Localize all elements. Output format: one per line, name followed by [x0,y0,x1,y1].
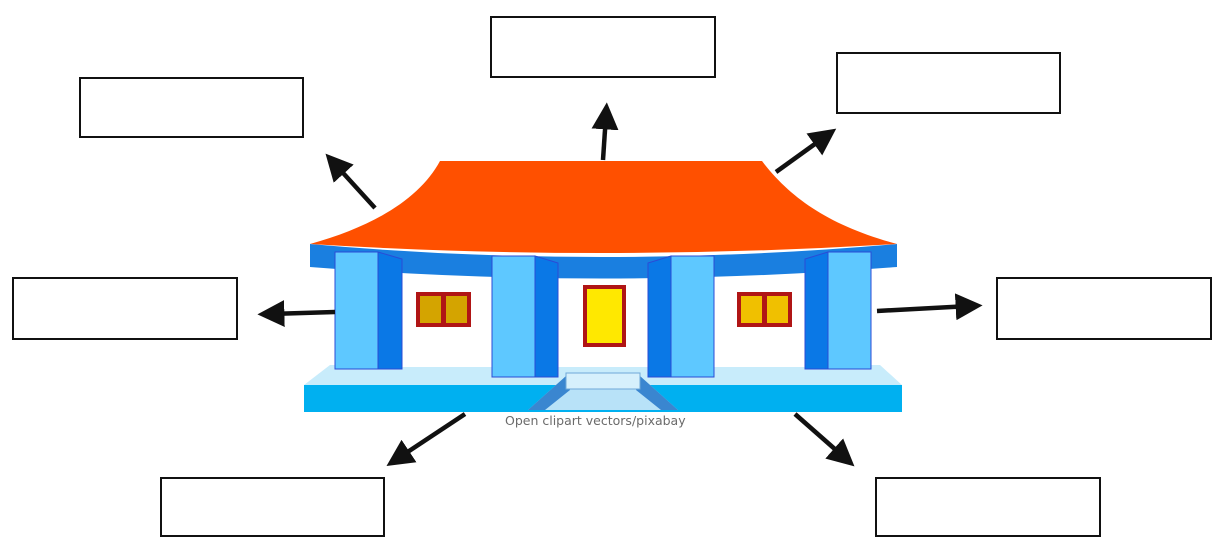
arrow-top-left [325,153,377,210]
label-box-top-left[interactable] [79,77,304,138]
label-box-bottom-right[interactable] [875,477,1101,537]
column-3 [647,255,715,378]
door [583,285,626,347]
label-box-middle-left[interactable] [12,277,238,340]
arrow-bottom-right [793,412,855,467]
column-2 [491,255,559,378]
window-right [737,292,792,327]
roof-top [310,161,897,253]
image-credit: Open clipart vectors/pixabay [505,413,686,428]
arrows [257,102,983,467]
entrance-steps [528,372,678,410]
roof [310,161,897,279]
window-left [416,292,471,327]
roof-eave [310,244,897,279]
label-box-top-right[interactable] [836,52,1061,114]
arrow-top-right [774,128,837,174]
arrow-middle-right [876,293,983,321]
label-box-top-center[interactable] [490,16,716,78]
column-4 [804,251,872,370]
label-box-middle-right[interactable] [996,277,1212,340]
arrow-middle-left [257,300,336,328]
arrow-bottom-left [386,412,467,466]
arrow-top-center [591,102,619,161]
column-1 [334,251,403,370]
label-box-bottom-left[interactable] [160,477,385,537]
